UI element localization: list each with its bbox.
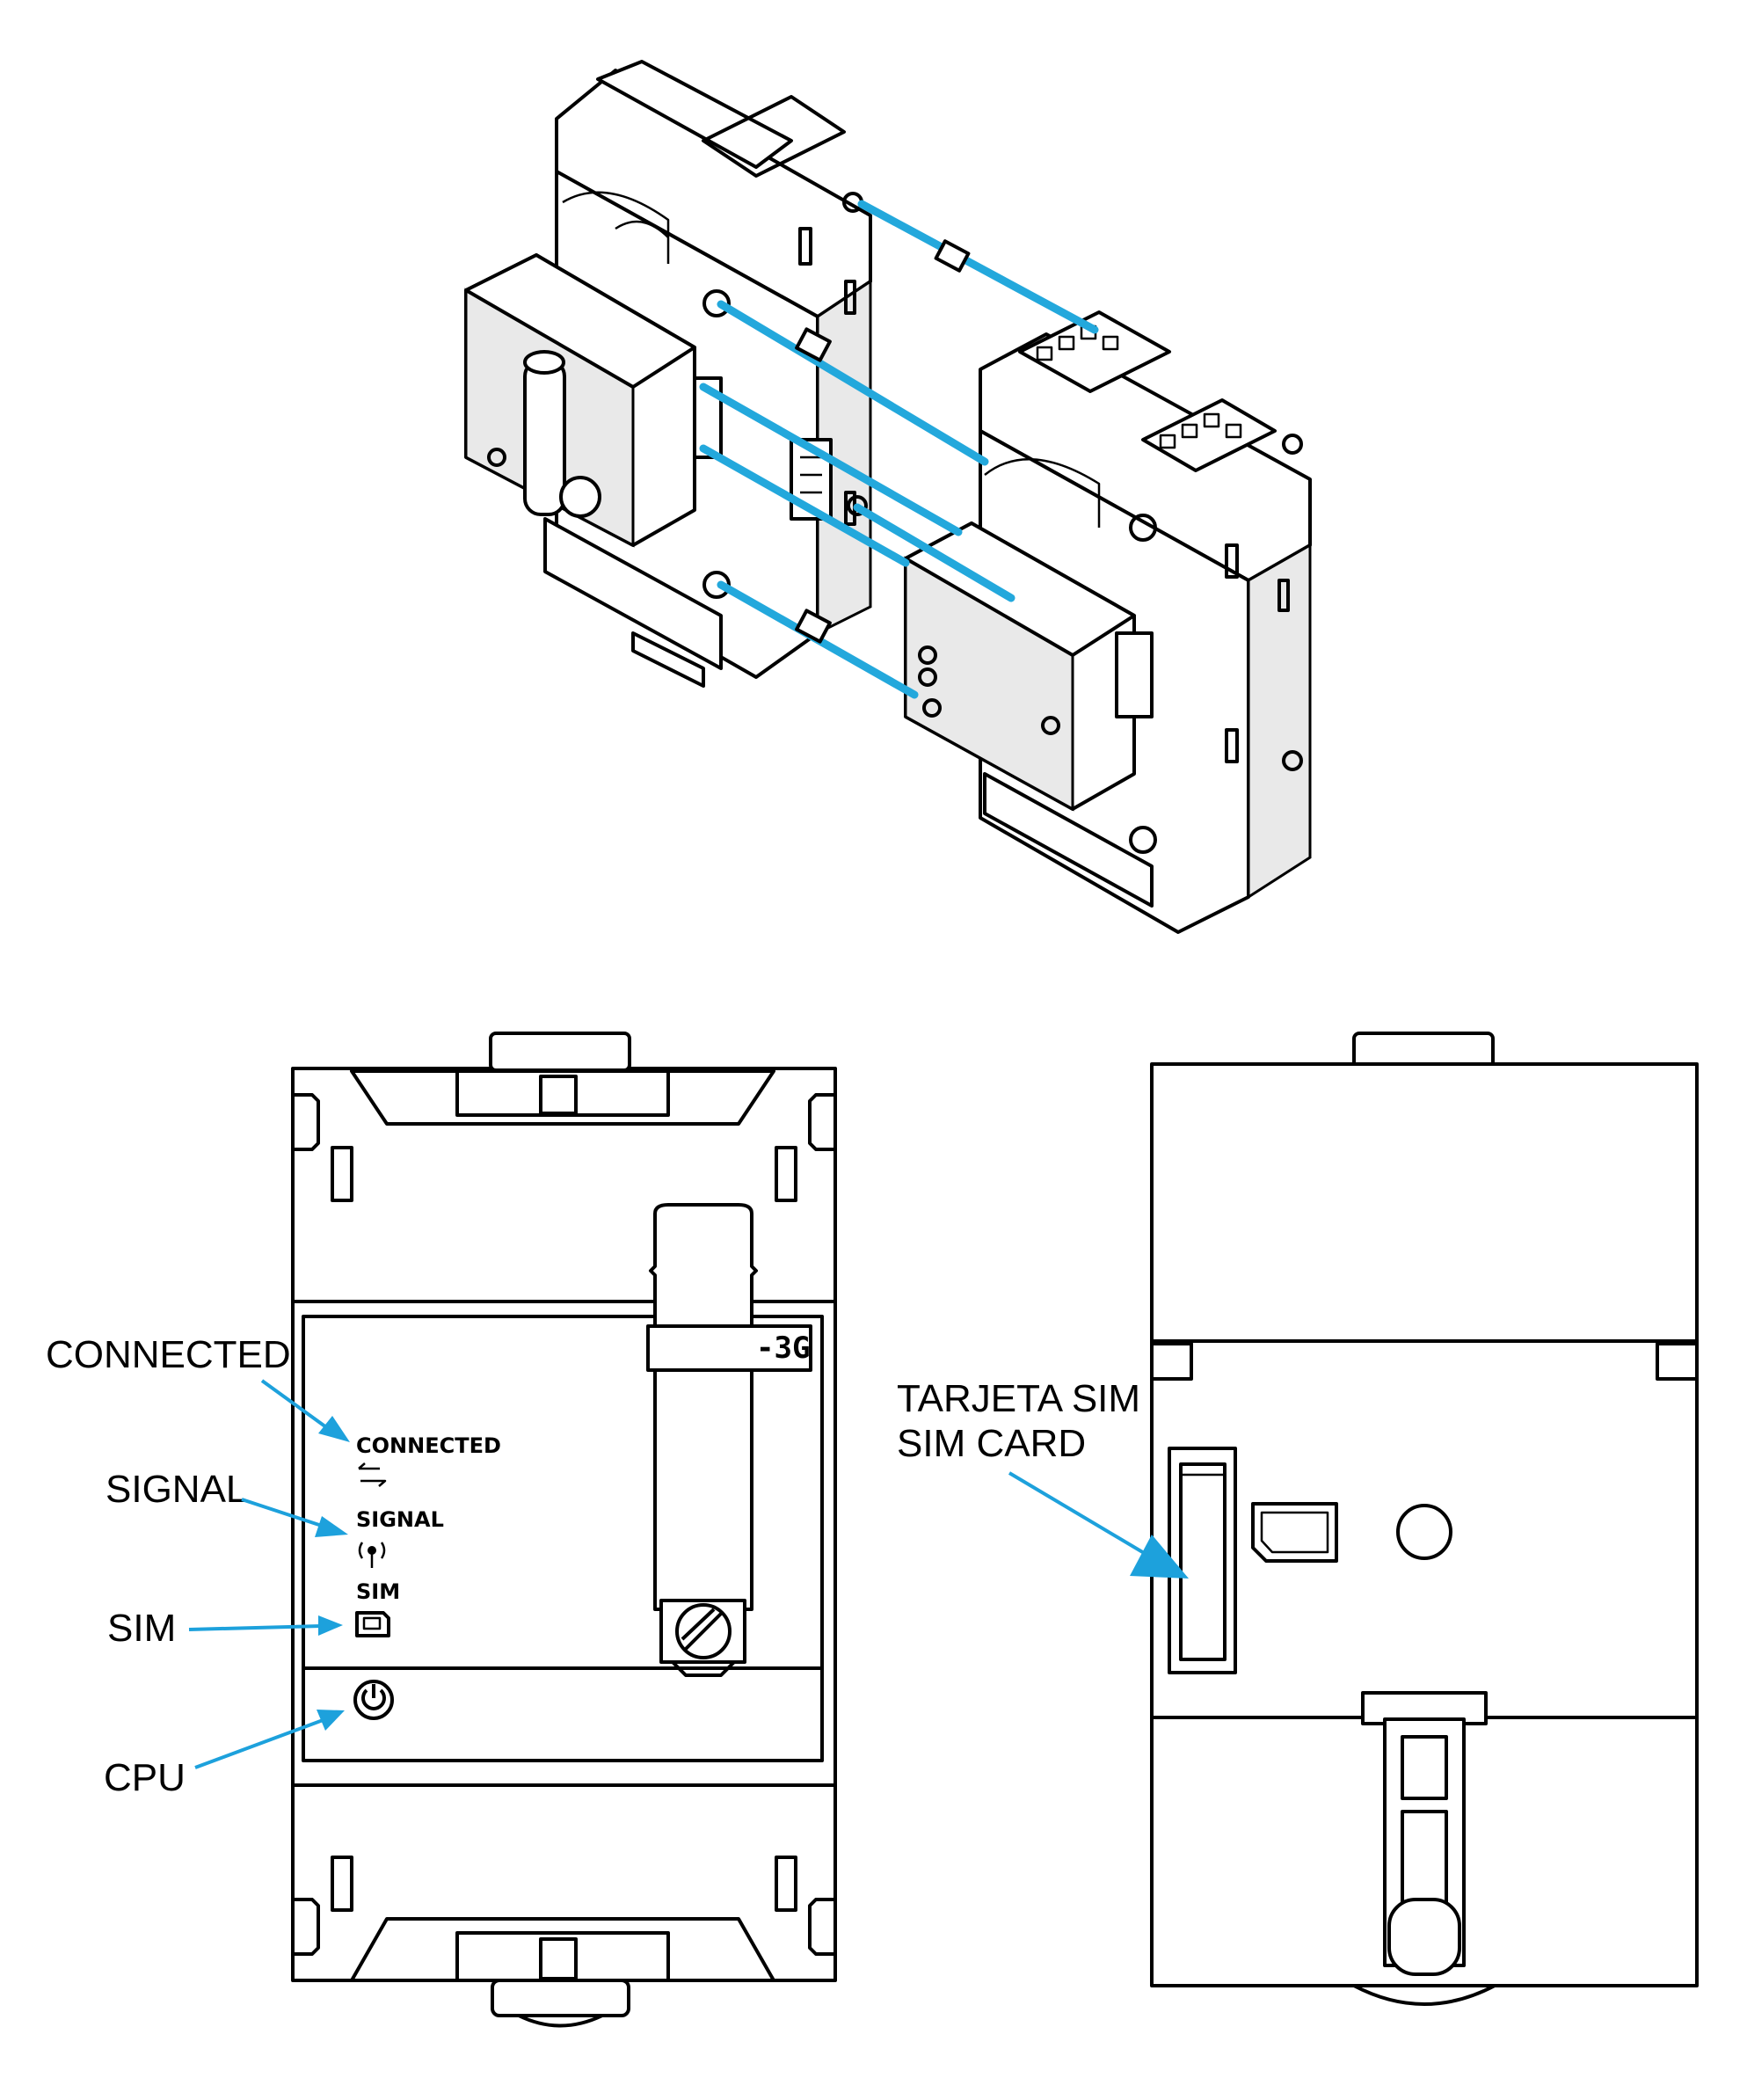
side-callouts: TARJETA SIM SIM CARD (897, 1377, 1189, 1579)
power-icon (353, 1680, 394, 1720)
sim-card-icon (1251, 1502, 1338, 1563)
callout-sim: SIM (107, 1607, 176, 1650)
side-view (1150, 1032, 1699, 2006)
panel-label-connected: CONNECTED (356, 1433, 501, 1458)
terminal-block-side (1141, 398, 1277, 472)
callout-signal: SIGNAL (106, 1468, 247, 1511)
front-view: -3G CONNECTED SIGNAL SIM (291, 1032, 837, 2028)
panel-label-sim: SIM (356, 1579, 400, 1604)
panel-label-signal: SIGNAL (356, 1507, 444, 1532)
model-label: -3G (756, 1331, 810, 1366)
connection-lines (699, 200, 1099, 699)
callout-cpu: CPU (104, 1756, 186, 1799)
din-latch (1353, 1691, 1496, 2006)
connected-arrows-icon (358, 1462, 387, 1487)
antenna-signal-icon (358, 1542, 386, 1568)
router-module (464, 60, 872, 688)
callout-sim-card-es: TARJETA SIM (897, 1377, 1140, 1420)
front-callouts: CONNECTED SIGNAL SIM CPU (46, 1333, 350, 1799)
indicator-hole (1396, 1504, 1452, 1560)
callout-connected: CONNECTED (46, 1333, 291, 1376)
sim-card-slot (1168, 1447, 1237, 1674)
antenna (649, 1203, 758, 1677)
assembly-view (464, 60, 1312, 934)
expansion-module (904, 310, 1312, 934)
sim-card-icon (355, 1611, 390, 1637)
callout-sim-card-en: SIM CARD (897, 1422, 1086, 1465)
